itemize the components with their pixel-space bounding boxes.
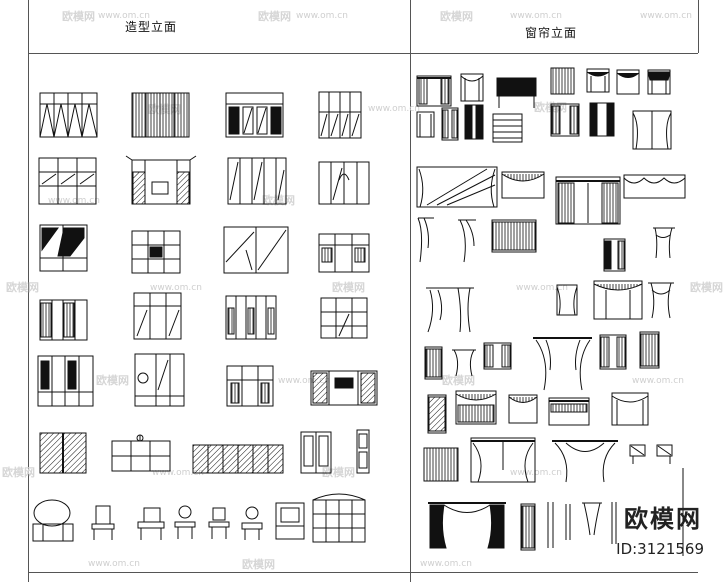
curtain-elevation-40 [552, 440, 618, 483]
wardrobe-elevation-m [320, 297, 368, 339]
left-panel-title: 造型立面 [125, 20, 178, 34]
curtain-elevation-36 [548, 397, 590, 426]
curtain-elevation-38 [423, 447, 459, 482]
brand-logo-text: 欧模网 [624, 505, 702, 533]
wardrobe-elevation-f [227, 157, 287, 205]
dressing-table-d [174, 505, 196, 539]
wardrobe-elevation-e [38, 157, 97, 205]
wardrobe-elevation-c [225, 92, 284, 138]
right-border-line [698, 0, 699, 53]
top-border-line [28, 0, 29, 582]
title-baseline [28, 53, 698, 54]
wardrobe-elevation-p [226, 365, 274, 407]
long-cabinet-elevation [192, 444, 284, 474]
sideboard-elevation [111, 434, 171, 472]
dressing-table-b [91, 505, 115, 540]
wardrobe-elevation-q [310, 370, 378, 406]
wardrobe-elevation-o [134, 353, 185, 407]
right-panel-title: 窗帘立面 [525, 26, 578, 40]
curtain-elevation-2 [460, 73, 484, 102]
curtain-elevation-39 [470, 437, 536, 483]
wardrobe-with-tv-elevation [125, 155, 197, 205]
curtain-elevation-10 [464, 104, 484, 140]
wardrobe-elevation-g [318, 161, 370, 205]
curtain-elevation-32 [639, 331, 660, 369]
curtain-elevation-29 [483, 342, 512, 370]
curtain-elevation-24 [556, 284, 578, 316]
model-id-label: ID:3121569 [616, 540, 704, 558]
curtain-elevation-30 [533, 337, 592, 391]
curtain-elevation-25 [593, 280, 643, 320]
wardrobe-elevation-n [37, 355, 94, 407]
curtain-elevation-20 [491, 219, 537, 253]
curtain-elevation-1 [416, 75, 452, 107]
curtain-elevation-33 [427, 394, 447, 434]
curtain-elevation-34 [455, 390, 497, 425]
curtain-elevation-45 [582, 502, 602, 536]
curtain-elevation-26 [648, 282, 674, 319]
roman-blind-elevation [492, 113, 523, 143]
curtain-elevation-9 [441, 107, 459, 141]
wardrobe-elevation-b [131, 92, 190, 138]
curtain-elevation-4 [550, 67, 575, 95]
curtain-elevation-5 [586, 68, 610, 93]
curtain-elevation-14 [416, 166, 498, 208]
curtain-elevation-13 [632, 110, 672, 150]
curtain-elevation-6 [616, 69, 640, 95]
open-wardrobe-elevation [318, 233, 370, 273]
wardrobe-elevation-i [131, 230, 181, 274]
curtain-elevation-19 [458, 219, 476, 263]
ornate-cabinet-elevation [312, 493, 366, 543]
curtain-elevation-43 [520, 503, 536, 551]
curtain-elevation-21 [603, 238, 626, 272]
wardrobe-elevation-l [225, 295, 277, 340]
wardrobe-elevation-d [318, 91, 362, 139]
curtain-elevation-42 [428, 502, 506, 549]
wardrobe-elevation-j [39, 299, 88, 341]
sliding-door-elevation [223, 226, 289, 274]
dressing-table-e [208, 507, 230, 539]
curtain-elevation-44 [547, 502, 571, 548]
sliding-wardrobe-elevation [39, 432, 87, 474]
curtain-elevation-22 [653, 227, 675, 259]
curtain-elevation-23 [426, 287, 474, 333]
curtain-elevation-41 [629, 444, 673, 464]
curtain-elevation-27 [424, 346, 443, 380]
dressing-table-c [137, 507, 165, 540]
wardrobe-elevation-h [39, 224, 88, 272]
curtain-elevation-11 [550, 103, 580, 137]
wardrobe-elevation-a [39, 92, 98, 138]
center-divider-line [410, 0, 411, 582]
display-cabinet-elevation [300, 431, 332, 474]
curtain-elevation-28 [452, 349, 476, 377]
curtain-elevation-8 [416, 111, 435, 138]
curtain-elevation-12 [589, 102, 615, 137]
curtain-elevation-7 [647, 69, 671, 95]
wardrobe-elevation-k [133, 292, 182, 340]
narrow-cabinet-elevation [356, 429, 370, 474]
bottom-border-line [28, 572, 698, 573]
curtain-elevation-35 [508, 394, 538, 424]
curtain-elevation-15 [501, 171, 545, 199]
curtain-elevation-16 [555, 176, 621, 225]
curtain-elevation-31 [599, 334, 627, 370]
curtain-elevation-3 [496, 77, 537, 108]
curtain-elevation-46 [611, 468, 684, 556]
curtain-elevation-18 [417, 217, 434, 263]
curtain-elevation-17 [623, 174, 686, 199]
dressing-table-f [241, 506, 263, 540]
dressing-table-a [32, 499, 74, 542]
curtain-elevation-37 [611, 392, 649, 426]
vanity-cabinet-elevation [275, 502, 305, 540]
